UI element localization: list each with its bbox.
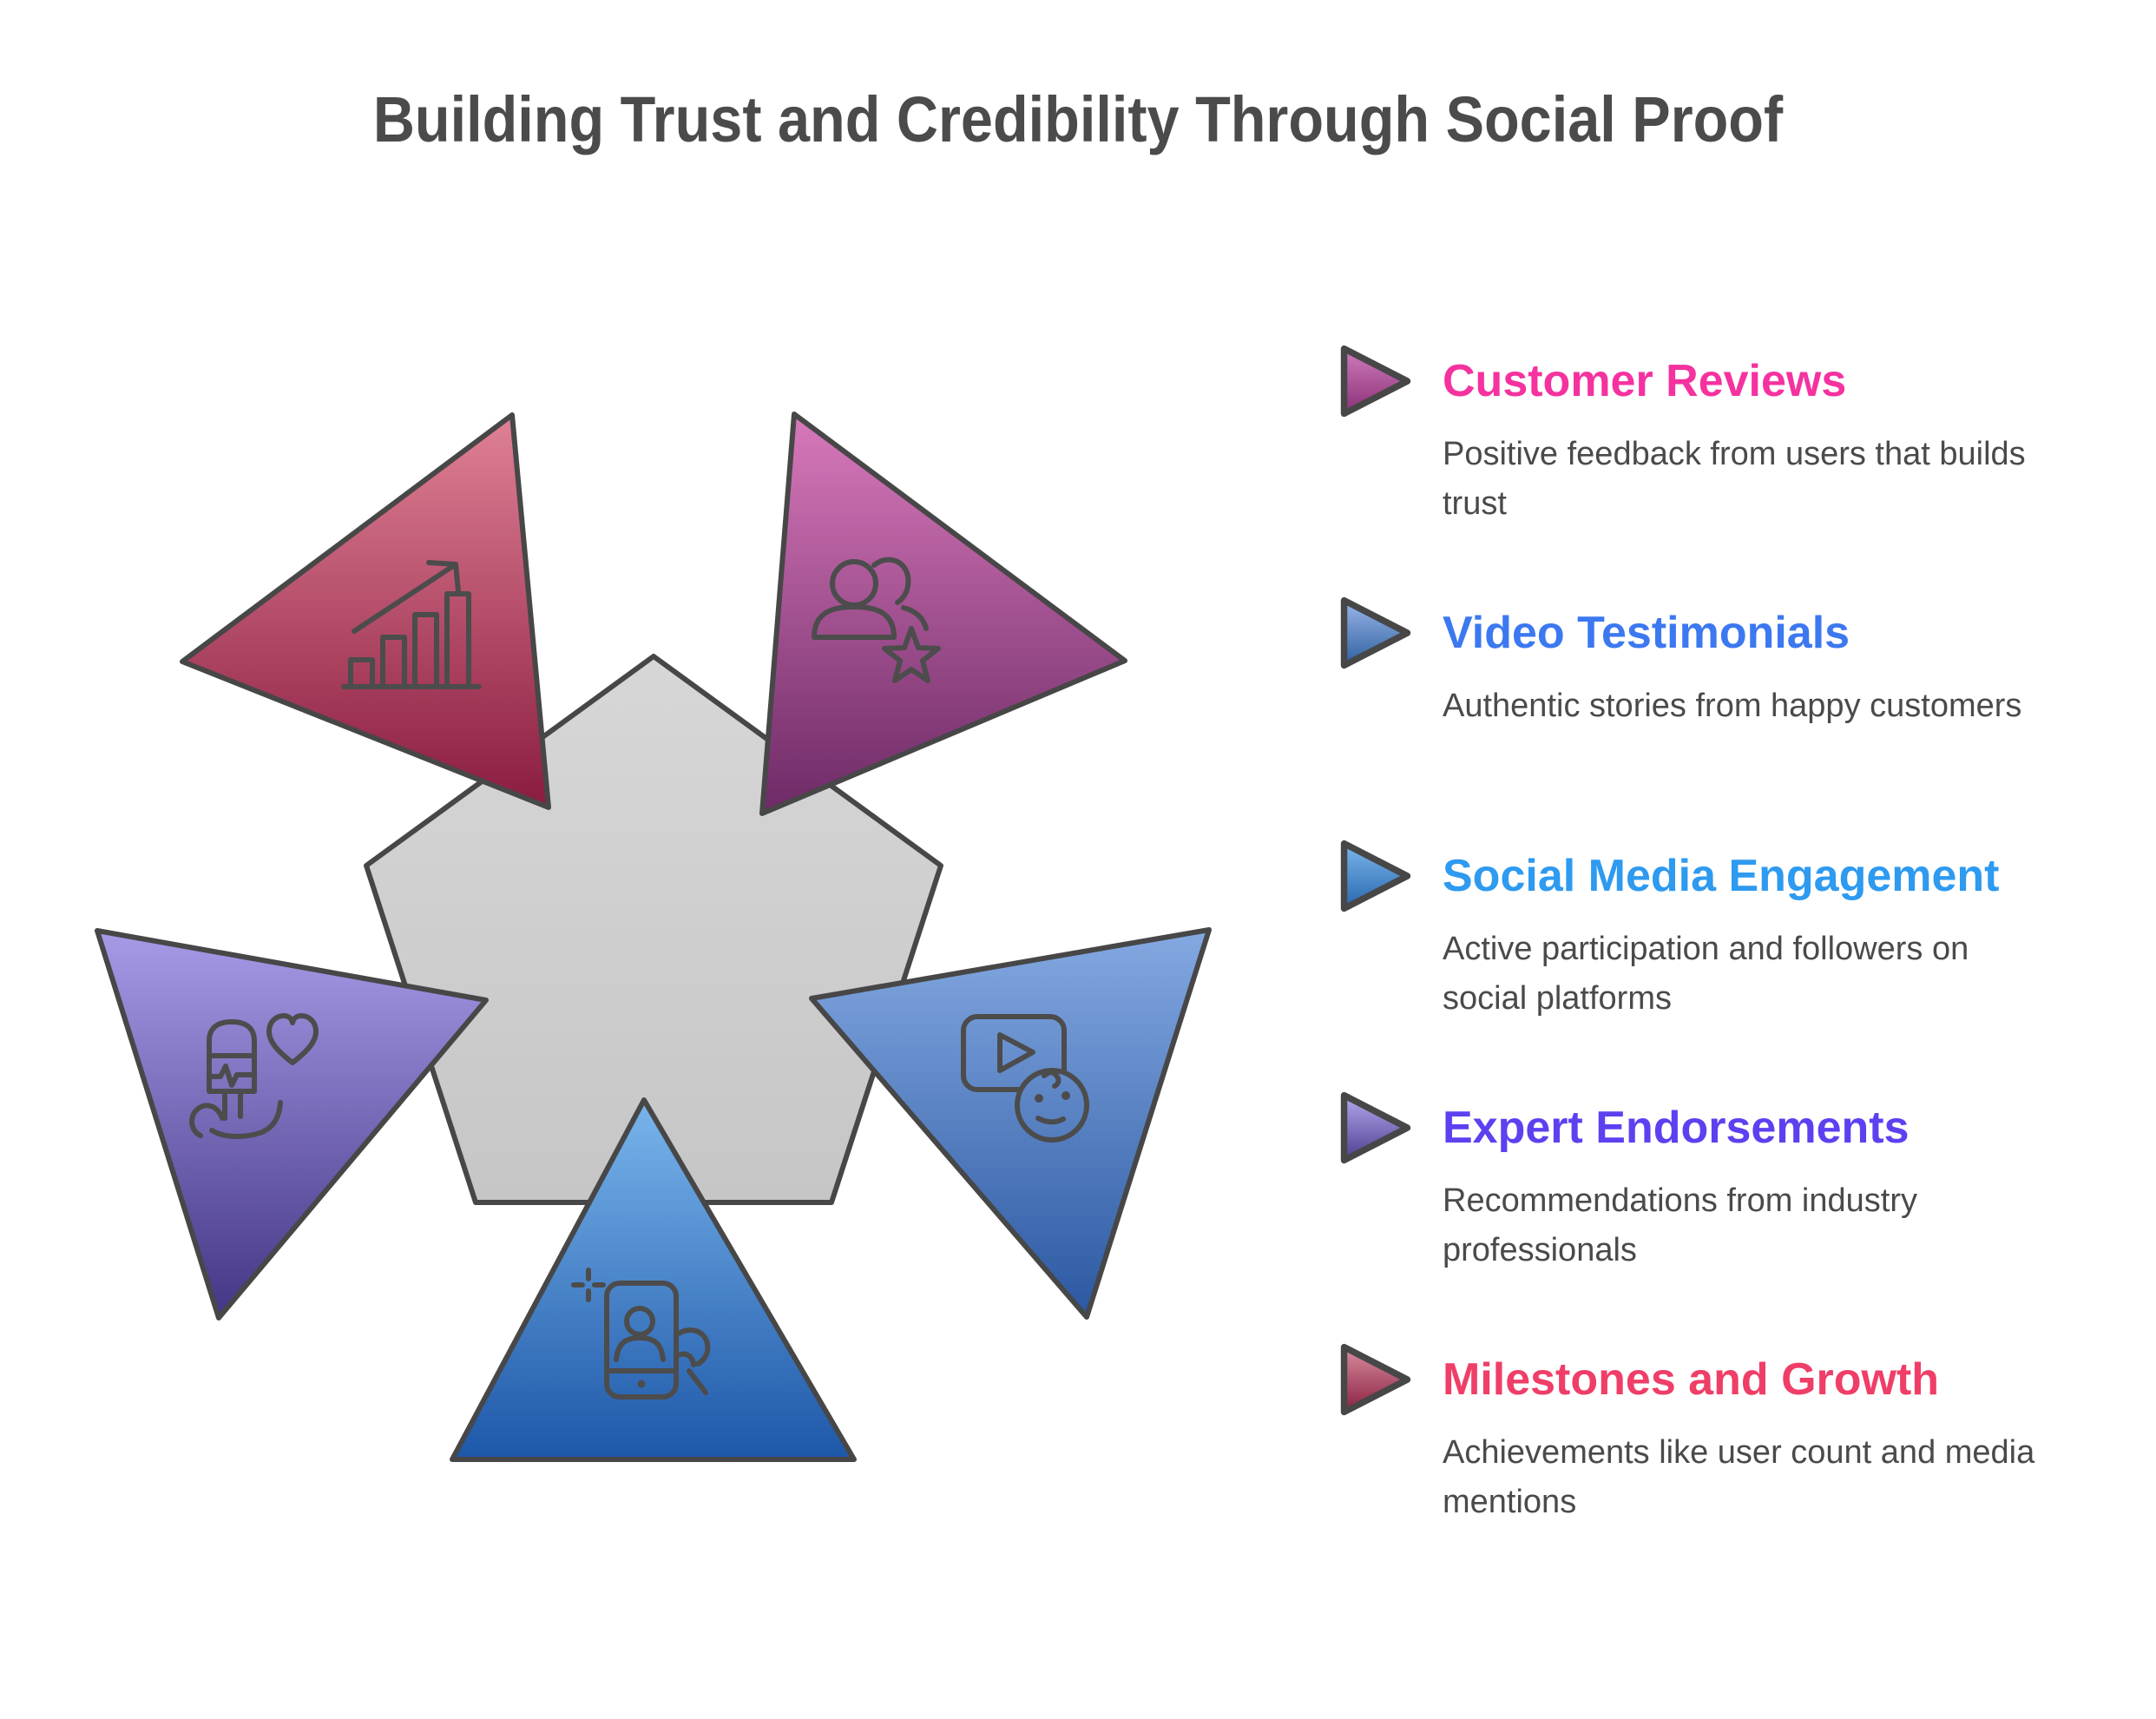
legend-marker-social-media-engagement <box>1340 840 1411 912</box>
legend-heading: Milestones and Growth <box>1443 1354 1940 1405</box>
legend-heading: Video Testimonials <box>1443 608 1850 658</box>
legend-marker-customer-reviews <box>1340 345 1411 418</box>
legend-description: Recommendations from industry profession… <box>1443 1182 1917 1268</box>
legend-marker-video-testimonials <box>1340 596 1411 669</box>
legend-heading: Expert Endorsements <box>1443 1103 1910 1153</box>
legend-description: Positive feedback from users that builds… <box>1443 436 2026 522</box>
video-smiley-icon <box>961 1014 1089 1143</box>
triangle-video-testimonials <box>809 927 1212 1320</box>
legend-item-customer-reviews: Customer Reviews Positive feedback from … <box>1338 341 2061 529</box>
legend-heading: Social Media Engagement <box>1443 851 2000 901</box>
legend-marker-milestones-and-growth <box>1340 1343 1411 1416</box>
legend-description: Achievements like user count and media m… <box>1443 1434 2035 1520</box>
page-title: Building Trust and Credibility Through S… <box>372 83 1784 155</box>
legend-item-expert-endorsements: Expert Endorsements Recommendations from… <box>1338 1088 2061 1275</box>
legend-marker-expert-endorsements <box>1340 1091 1411 1164</box>
legend-description: Active participation and followers on so… <box>1443 931 1969 1017</box>
legend-heading: Customer Reviews <box>1443 356 1847 406</box>
phone-selfie-icon <box>571 1268 711 1400</box>
legend-description: Authentic stories from happy customers <box>1443 688 2022 724</box>
triangle-customer-reviews <box>759 412 1127 816</box>
mic-heart-icon <box>189 1013 319 1139</box>
users-star-icon <box>812 557 941 683</box>
legend-item-video-testimonials: Video Testimonials Authentic stories fro… <box>1338 593 2061 731</box>
triangle-milestones-and-growth <box>180 412 551 810</box>
triangle-social-media-engagement <box>450 1097 857 1462</box>
growth-chart-icon <box>341 560 482 689</box>
legend-item-social-media-engagement: Social Media Engagement Active participa… <box>1338 836 2061 1024</box>
triangle-expert-endorsements <box>95 928 489 1321</box>
legend-item-milestones-and-growth: Milestones and Growth Achievements like … <box>1338 1340 2061 1527</box>
